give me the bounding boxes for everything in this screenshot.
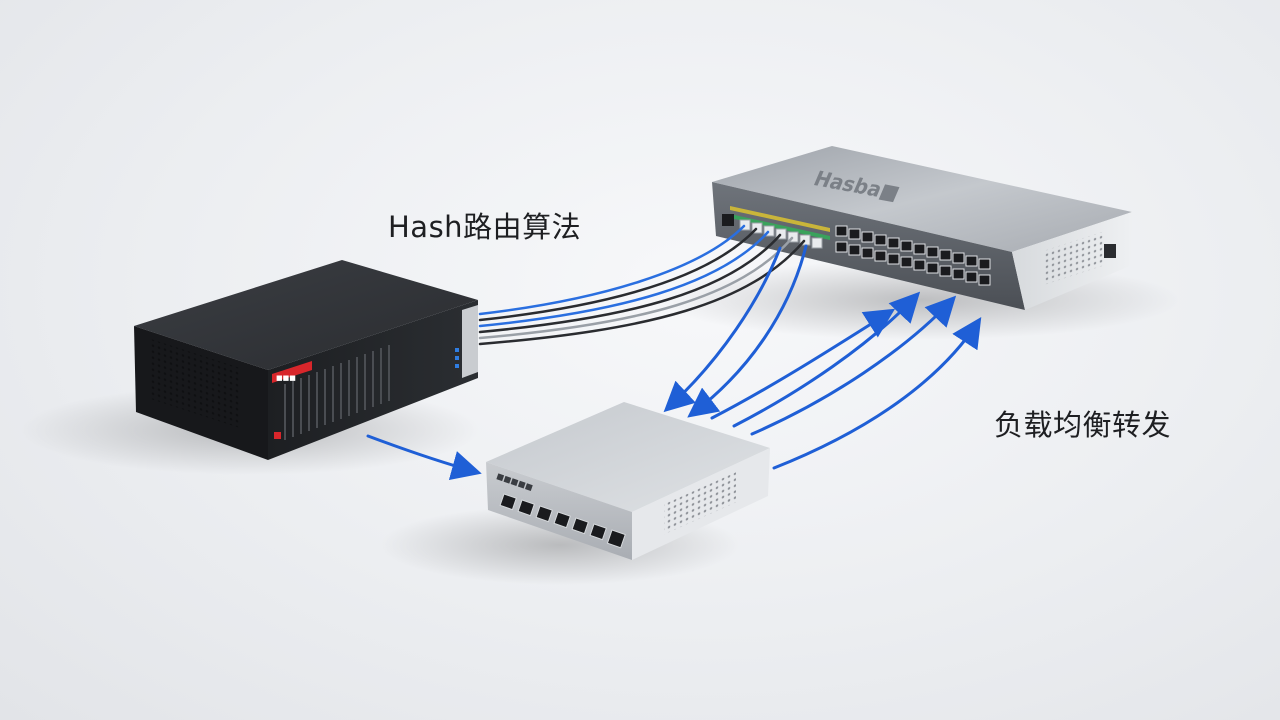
- core-switch-led-strip: [730, 214, 830, 240]
- access-switch: ■■■■■: [486, 402, 770, 560]
- server-status-led: [455, 356, 459, 360]
- server-grille: [284, 345, 390, 440]
- arrow-core-to-access: [663, 246, 782, 413]
- hash-routing-label: Hash路由算法: [388, 210, 582, 244]
- core-switch-console-port: [722, 214, 734, 226]
- arrow-core-to-access: [687, 244, 808, 418]
- flow-arrows: [366, 244, 982, 481]
- server-status-led: [455, 364, 459, 368]
- arrow-access-to-core: [710, 308, 896, 420]
- core-switch-front: [712, 182, 1025, 310]
- server-handle: [462, 305, 478, 378]
- access-switch-vents: [664, 472, 736, 535]
- server-status-led: [455, 348, 459, 352]
- access-switch-ports: [499, 493, 626, 549]
- server-top: [134, 260, 478, 370]
- core-switch-sfp-slot: [1104, 244, 1116, 258]
- arrow-server-to-access: [366, 434, 482, 481]
- core-switch: Hasba■: [712, 146, 1132, 310]
- core-switch-led-strip: [730, 206, 830, 232]
- load-balance-label: 负载均衡转发: [994, 408, 1172, 442]
- arrow-access-to-core: [732, 291, 921, 428]
- server: ■■■: [134, 260, 478, 460]
- server-left-vents: [150, 338, 240, 428]
- server-logo-plate: [272, 361, 312, 383]
- core-switch-side-vents: [1045, 230, 1105, 285]
- arrow-access-to-core: [750, 295, 957, 436]
- core-switch-plugs: [739, 219, 823, 249]
- server-cables: [478, 224, 806, 346]
- server-power-led: [274, 432, 281, 439]
- server-logo: ■■■: [276, 374, 296, 382]
- access-switch-top: [486, 402, 770, 512]
- core-switch-top: [712, 146, 1132, 252]
- arrow-access-to-core: [772, 316, 982, 470]
- core-switch-ports: [835, 225, 991, 286]
